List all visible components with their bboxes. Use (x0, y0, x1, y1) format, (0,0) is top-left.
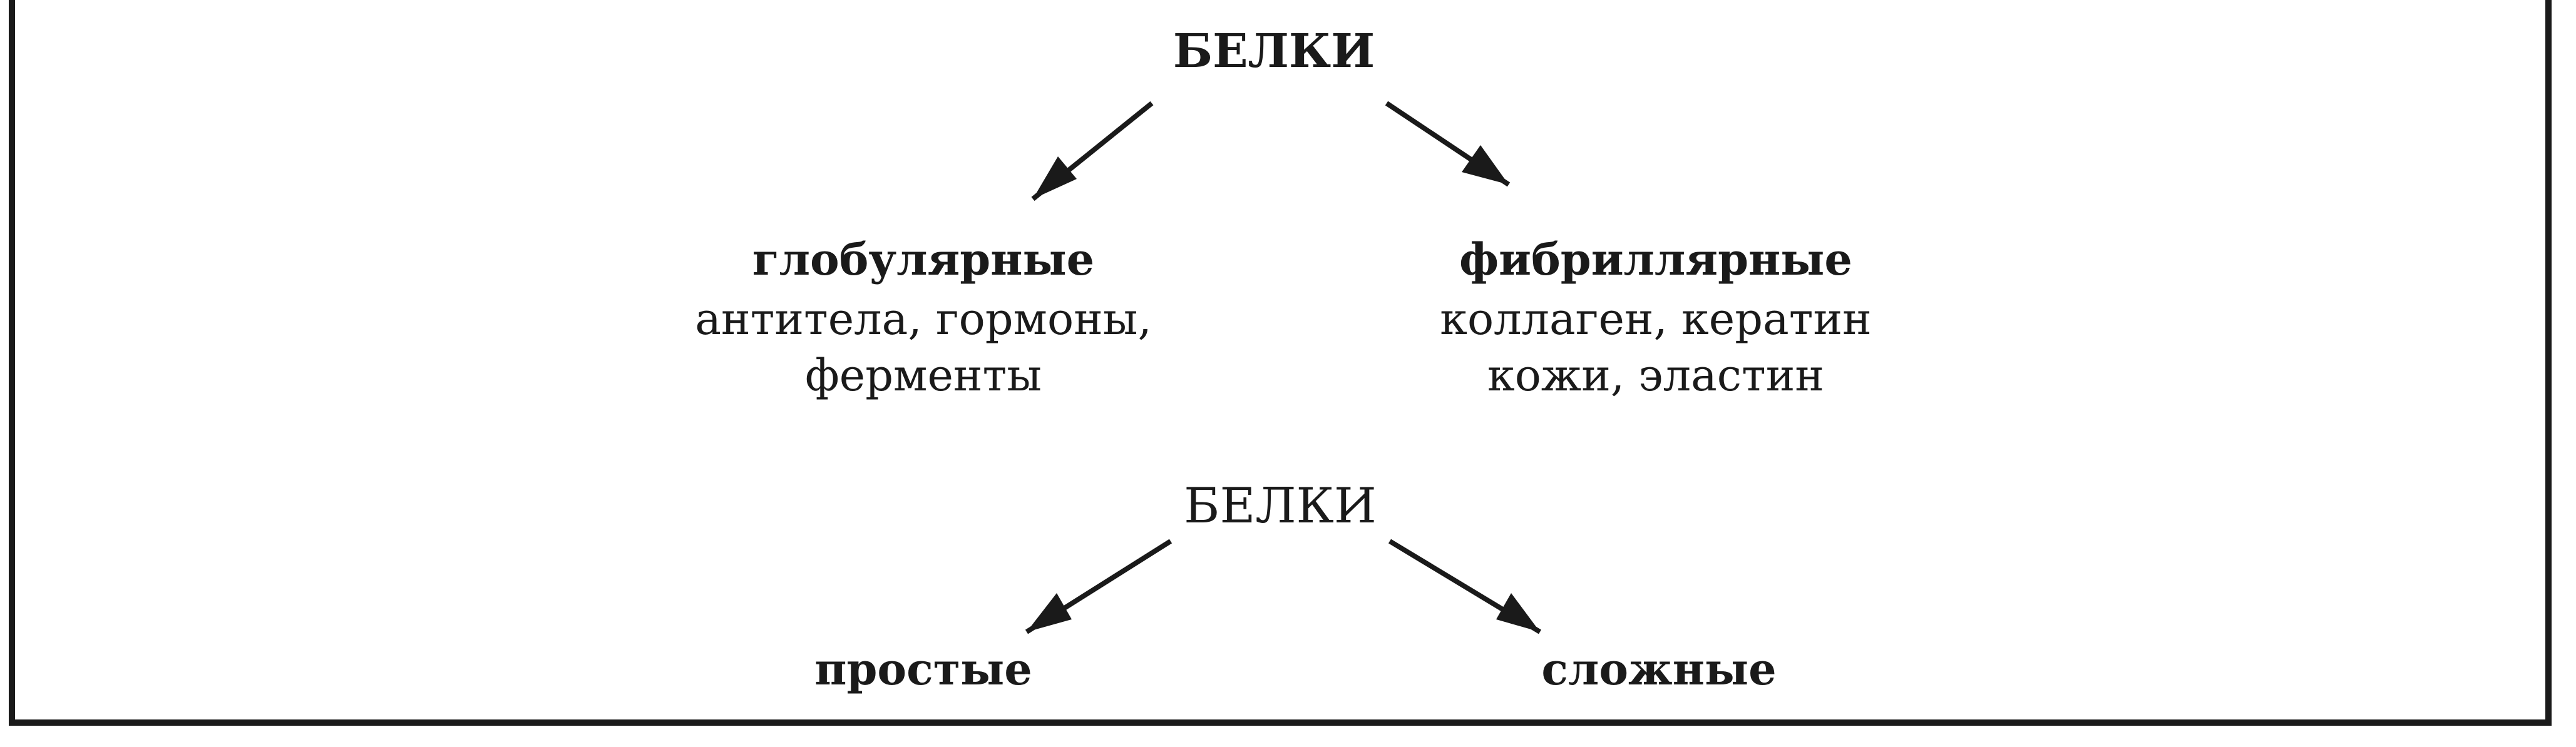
fibrillar-examples-line2: кожи, эластин (1487, 350, 1825, 401)
simple-proteins-label: простые (814, 643, 1032, 695)
complex-proteins-label: сложные (1541, 643, 1777, 695)
arrowhead-globular (1033, 156, 1077, 199)
top-root-label: БЕЛКИ (1173, 24, 1375, 78)
arrowhead-complex (1496, 593, 1540, 632)
globular-examples-line2: ферменты (805, 350, 1042, 401)
bottom-root-label: БЕЛКИ (1184, 478, 1377, 534)
arrowhead-fibrillar (1462, 145, 1509, 185)
fibrillar-examples-line1: коллаген, кератин (1440, 293, 1872, 345)
fibrillar-heading: фибриллярные (1459, 233, 1852, 285)
arrowhead-simple (1027, 593, 1072, 632)
globular-heading: глобулярные (752, 233, 1095, 285)
diagram-frame (9, 0, 2552, 726)
globular-examples-line1: антитела, гормоны, (695, 293, 1152, 345)
